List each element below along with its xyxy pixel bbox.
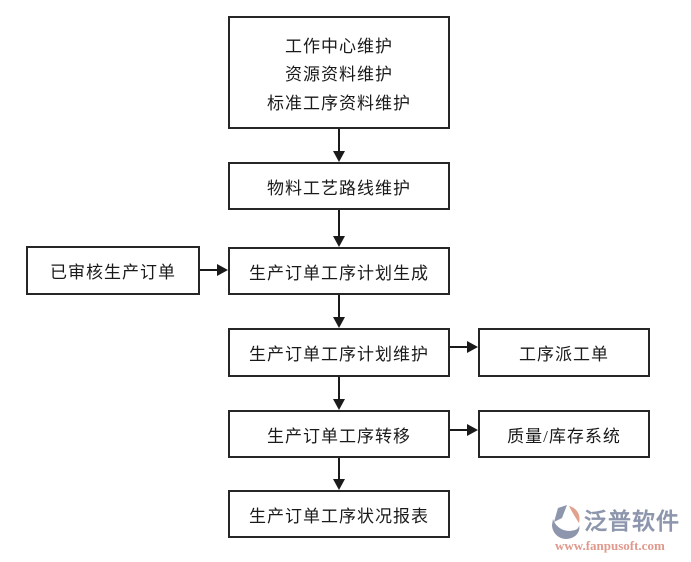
flow-node-label: 工序派工单 [519,345,609,364]
arrow-shaft [338,295,340,319]
arrow-down-2 [333,210,345,247]
fanpu-brand-text: 泛普软件 [584,509,680,534]
fanpu-brand-row: 泛普软件 [548,504,691,540]
arrow-shaft [338,129,340,153]
fanpu-logo-icon [552,505,580,539]
fanpu-watermark: 泛普软件 www.fanpusoft.com [548,504,691,554]
flow-node-master-data-line1: 工作中心维护 [285,36,393,56]
arrow-shaft [338,377,340,401]
flow-node-master-data: 工作中心维护 资源资料维护 标准工序资料维护 [228,16,450,129]
flow-node-label: 生产订单工序状况报表 [249,506,429,526]
arrow-head-icon [333,479,345,490]
arrow-shaft [200,269,219,271]
arrow-shaft [338,210,340,238]
arrow-shaft [450,429,469,431]
fanpu-url-text: www.fanpusoft.com [555,538,665,553]
flow-node-label: 物料工艺路线维护 [267,178,411,198]
arrow-head-icon [217,264,228,276]
flow-node-label: 生产订单工序转移 [267,426,411,446]
flow-node-process-transfer: 生产订单工序转移 [228,410,450,458]
arrow-right-3 [450,424,478,436]
arrow-down-5 [333,458,345,490]
flow-node-label: 质量/库存系统 [507,426,621,446]
arrow-head-icon [333,151,345,162]
flow-node-process-plan-generation: 生产订单工序计划生成 [228,247,450,295]
flow-node-label: 生产订单工序计划维护 [249,345,429,364]
flow-node-master-data-line2: 资源资料维护 [285,65,393,84]
flow-node-quality-inventory-system: 质量/库存系统 [478,410,650,458]
arrow-shaft [338,458,340,481]
flow-node-label: 已审核生产订单 [50,263,176,282]
arrow-head-icon [467,424,478,436]
arrow-head-icon [333,317,345,328]
arrow-head-icon [333,399,345,410]
arrow-head-icon [467,341,478,353]
flow-node-process-plan-maintenance: 生产订单工序计划维护 [228,328,450,377]
arrow-head-icon [333,236,345,247]
flow-node-label: 生产订单工序计划生成 [249,263,429,283]
flow-node-process-dispatch-order: 工序派工单 [478,328,650,377]
arrow-shaft [450,346,469,348]
flow-node-routing-maintenance: 物料工艺路线维护 [228,162,450,210]
arrow-down-3 [333,295,345,328]
arrow-right-1 [200,264,228,276]
flow-node-master-data-line3: 标准工序资料维护 [267,93,411,113]
arrow-right-2 [450,341,478,353]
flow-node-process-status-report: 生产订单工序状况报表 [228,490,450,538]
arrow-down-1 [333,129,345,162]
flow-node-approved-production-order: 已审核生产订单 [26,246,200,295]
arrow-down-4 [333,377,345,410]
